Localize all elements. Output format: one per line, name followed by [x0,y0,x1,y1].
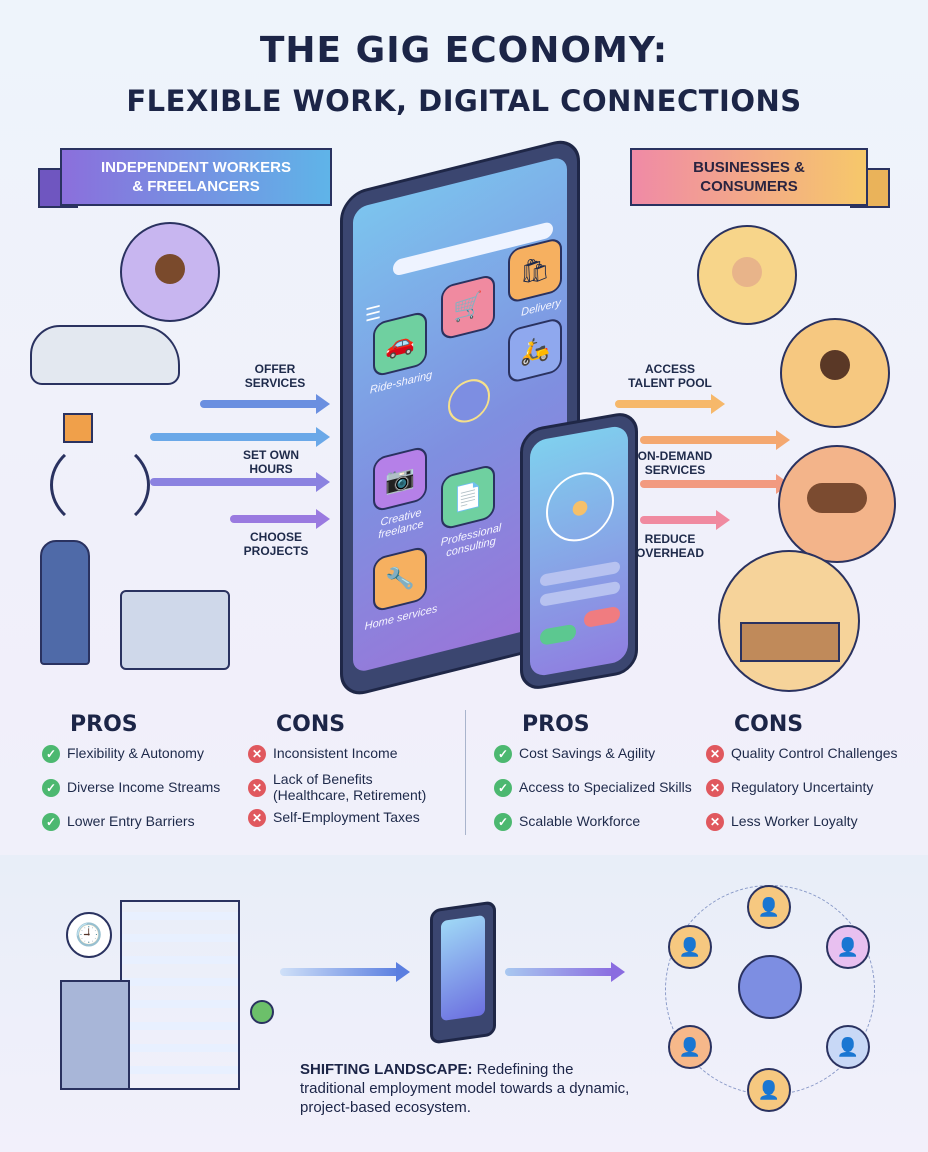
network-hub-icon [448,374,490,428]
phone-device: ● [520,409,638,693]
check-icon: ✓ [42,779,60,797]
freelancer-laptop-illustration [120,222,220,322]
document-icon: 📄 [441,463,495,531]
banner-line: & FREELANCERS [132,178,260,195]
app-label-ride-sharing: Ride-sharing [369,369,433,397]
cross-icon: ✕ [248,745,266,763]
cross-icon: ✕ [248,809,266,827]
person-avatar: 👤 [668,925,712,969]
workers-pros: PROS ✓Flexibility & Autonomy ✓Diverse In… [42,712,220,843]
clock-icon: 🕘 [66,912,112,958]
camera-icon: 📷 [373,445,427,513]
tree-icon [250,1000,274,1024]
person-avatar: 👤 [747,1068,791,1112]
arrow-set-hours [150,427,330,447]
arrow-on-demand [640,474,790,494]
accept-button [540,623,576,646]
businesses-cons: CONS ✕Quality Control Challenges ✕Regula… [706,712,898,843]
check-icon: ✓ [42,813,60,831]
cross-icon: ✕ [706,745,724,763]
user-profile-icon: ● [546,466,614,547]
phone-screen: ● [530,424,628,678]
caption-shifting-landscape: SHIFTING LANDSCAPE: Redefining the tradi… [300,1060,640,1117]
arrow-choose-projects [230,509,330,529]
grocery-bag-icon: 🛍 [508,236,562,305]
banner-workers: INDEPENDENT WORKERS & FREELANCERS [60,148,332,206]
cons-heading: CONS [276,712,346,737]
cross-icon: ✕ [248,779,266,797]
con-item: ✕Quality Control Challenges [706,745,898,763]
con-item: ✕Less Worker Loyalty [706,813,898,831]
person-avatar: 👤 [826,1025,870,1069]
check-icon: ✓ [494,745,512,763]
banner-line: CONSUMERS [700,178,798,195]
person-avatar: 👤 [747,885,791,929]
pro-item: ✓Flexibility & Autonomy [42,745,220,763]
decline-button [584,605,620,629]
arrow-access-talent [615,394,725,414]
building-wing [60,980,130,1090]
arrow-reduce-overhead [640,510,730,530]
pro-item: ✓Diverse Income Streams [42,779,220,797]
title-line-2: FLEXIBLE WORK, DIGITAL CONNECTIONS [126,84,802,118]
cart-icon: 🛒 [441,273,495,341]
app-label-creative-freelance: Creative freelance [378,506,424,542]
cross-icon: ✕ [706,779,724,797]
pro-item: ✓Lower Entry Barriers [42,813,220,831]
car-illustration [30,325,180,385]
workers-cons: CONS ✕Inconsistent Income ✕Lack of Benef… [248,712,448,839]
con-item: ✕Inconsistent Income [248,745,448,763]
bicycle-courier-illustration [50,413,150,530]
pros-heading: PROS [70,712,138,737]
banner-line: INDEPENDENT WORKERS [100,159,291,176]
check-icon: ✓ [42,745,60,763]
arrow-hours-2 [150,472,330,492]
cons-heading: CONS [734,712,804,737]
digital-platform-tablet [430,900,496,1045]
network-hub-icon [738,955,802,1019]
pro-item: ✓Scalable Workforce [494,813,692,831]
office-building-illustration [120,900,240,1090]
pro-item: ✓Cost Savings & Agility [494,745,692,763]
banner-line: BUSINESSES & [693,159,805,176]
con-item: ✕Self-Employment Taxes [248,809,448,827]
office-team-illustration [718,550,860,692]
pros-heading: PROS [522,712,590,737]
tools-icon: 🔧 [373,545,427,613]
pro-item: ✓Access to Specialized Skills [494,779,692,797]
app-label-home-services: Home services [364,602,438,633]
check-icon: ✓ [494,813,512,831]
scooter-icon: 🛵 [508,316,562,385]
con-item: ✕Regulatory Uncertainty [706,779,898,797]
title-line-1: THE GIG ECONOMY: [259,30,669,71]
arrow-talent-2 [640,430,790,450]
caption-text: Redefining the traditional employment mo… [300,1061,630,1116]
check-icon: ✓ [494,779,512,797]
handyman-illustration [40,540,90,665]
banner-businesses: BUSINESSES & CONSUMERS [630,148,868,206]
family-meal-illustration [778,445,896,563]
section-divider [465,710,466,835]
businesses-pros: PROS ✓Cost Savings & Agility ✓Access to … [494,712,692,843]
arrow-transition-2 [505,962,625,982]
cross-icon: ✕ [706,813,724,831]
consumer-phone-illustration [780,318,890,428]
arrow-offer-services [200,394,330,414]
arrow-transition-1 [280,962,410,982]
con-item: ✕Lack of Benefits (Healthcare, Retiremen… [248,771,448,803]
shop-owner-illustration [697,225,797,325]
consultant-laptop-illustration [120,590,230,670]
caption-heading: SHIFTING LANDSCAPE: [300,1061,473,1078]
person-avatar: 👤 [668,1025,712,1069]
person-avatar: 👤 [826,925,870,969]
